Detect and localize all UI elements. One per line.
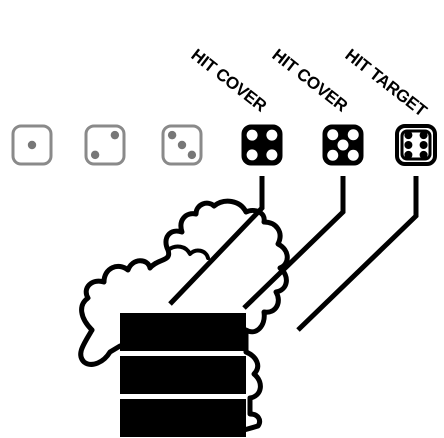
die-pip bbox=[246, 149, 258, 161]
die-pip bbox=[246, 129, 258, 141]
die-pip bbox=[266, 149, 278, 161]
die-pip bbox=[404, 141, 413, 149]
die-body bbox=[84, 124, 126, 166]
cover-terrain-left-lip bbox=[78, 327, 123, 367]
die-4-label: HIT COVER bbox=[188, 45, 271, 115]
die-pip bbox=[327, 129, 339, 141]
die-5 bbox=[322, 124, 364, 166]
die-1 bbox=[11, 124, 53, 166]
die-pip bbox=[419, 141, 428, 149]
cover-terrain-outline bbox=[79, 198, 290, 433]
die-pip bbox=[266, 129, 278, 141]
target-block bbox=[120, 399, 246, 437]
die-pip bbox=[419, 131, 428, 140]
target-block bbox=[120, 313, 246, 351]
die-pip bbox=[404, 131, 413, 140]
die-3 bbox=[161, 124, 203, 166]
die-pip bbox=[110, 130, 120, 140]
die-6-label: HIT TARGET bbox=[342, 45, 431, 121]
die-pip bbox=[419, 150, 428, 159]
die-pip bbox=[177, 140, 187, 150]
die-pip bbox=[27, 140, 37, 150]
die-4 bbox=[241, 124, 283, 166]
die-pip bbox=[337, 139, 349, 151]
die-5-label: HIT COVER bbox=[269, 45, 352, 115]
pointer-line-die-6 bbox=[296, 176, 419, 332]
die-2 bbox=[84, 124, 126, 166]
die-pip bbox=[404, 150, 413, 159]
die-pip bbox=[347, 129, 359, 141]
target-blocks bbox=[120, 313, 246, 437]
die-pip bbox=[327, 149, 339, 161]
die-pip bbox=[90, 150, 100, 160]
die-pip bbox=[187, 150, 197, 160]
die-inner-frame bbox=[400, 129, 432, 161]
target-block bbox=[120, 356, 246, 394]
pointer-lines bbox=[168, 176, 419, 332]
cover-terrain-inner-ridge bbox=[166, 244, 210, 260]
pointer-line-die-4 bbox=[168, 176, 265, 306]
die-pip bbox=[347, 149, 359, 161]
die-6 bbox=[395, 124, 437, 166]
die-pip bbox=[167, 130, 177, 140]
pointer-line-die-5 bbox=[242, 176, 346, 310]
